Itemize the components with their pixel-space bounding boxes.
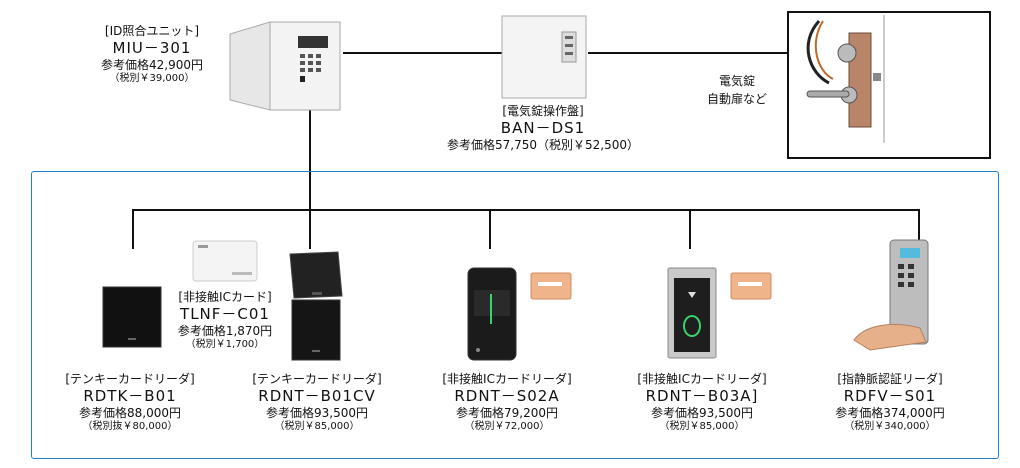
drop-rdfv	[918, 209, 920, 249]
lock-note: 電気錠 自動扉など	[707, 72, 767, 108]
reader-price: 参考価格374,000円	[835, 405, 945, 420]
reader-label-rdtk-b01: [テンキーカードリーダ] RDTK－B01 参考価格88,000円 （税別抜￥8…	[35, 372, 225, 433]
reader-tax: （税別￥72,000）	[464, 420, 550, 432]
drop-rdnt-b03a	[689, 209, 691, 249]
card-orange-1	[530, 272, 572, 300]
reader-price: 参考価格79,200円	[456, 405, 558, 420]
reader-model: RDNT－B03A]	[645, 387, 759, 405]
reader-bracket: [指静脈認証リーダ]	[837, 372, 943, 386]
reader-price: 参考価格93,500円	[266, 405, 368, 420]
reader-bracket: [非接触ICカードリーダ]	[637, 372, 767, 386]
electric-lock-box	[787, 11, 991, 159]
reader-price: 参考価格88,000円	[79, 405, 181, 420]
rdfv-s01-image	[853, 239, 929, 351]
card-label: [非接触ICカード] TLNF－C01 参考価格1,870円 （税別￥1,700…	[160, 290, 290, 351]
reader-model: RDTK－B01	[83, 387, 177, 405]
rdnt-s02a-image	[467, 267, 517, 361]
reader-label-rdfv-s01: [指静脈認証リーダ] RDFV－S01 参考価格374,000円 （税別￥340…	[795, 372, 985, 433]
reader-tax: （税別￥85,000）	[274, 420, 360, 432]
reader-bracket: [非接触ICカードリーダ]	[442, 372, 572, 386]
card-price: 参考価格1,870円	[177, 323, 273, 338]
connector-miu-ban	[343, 52, 503, 54]
miu-model: MIU－301	[112, 39, 192, 57]
reader-bus-line	[132, 209, 920, 211]
rdnt-b03a-image	[667, 267, 717, 359]
drop-rdtk	[132, 209, 134, 249]
reader-bracket: [テンキーカードリーダ]	[65, 372, 195, 386]
ban-label: [電気錠操作盤] BAN－DS1 参考価格57,750（税別￥52,500）	[438, 104, 648, 153]
reader-label-rdnt-b01cv: [テンキーカードリーダ] RDNT－B01CV 参考価格93,500円 （税別￥…	[222, 372, 412, 433]
ban-model: BAN－DS1	[500, 119, 586, 137]
reader-label-rdnt-b03a: [非接触ICカードリーダ] RDNT－B03A] 参考価格93,500円 （税別…	[607, 372, 797, 433]
drop-rdnt-b01cv	[309, 209, 311, 249]
ban-price: 参考価格57,750（税別￥52,500）	[447, 137, 639, 152]
rdnt-b01cv-image	[289, 251, 343, 361]
reader-price: 参考価格93,500円	[651, 405, 753, 420]
reader-tax: （税別￥85,000）	[659, 420, 745, 432]
reader-group-frame	[31, 171, 999, 459]
ban-unit-image	[501, 15, 587, 99]
reader-model: RDNT－B01CV	[258, 387, 376, 405]
reader-bracket: [テンキーカードリーダ]	[252, 372, 382, 386]
card-orange-2	[730, 272, 772, 300]
reader-model: RDNT－S02A	[454, 387, 560, 405]
card-bracket: [非接触ICカード]	[178, 290, 272, 304]
ban-bracket: [電気錠操作盤]	[502, 104, 584, 118]
drop-rdnt-s02a	[489, 209, 491, 249]
miu-bracket: [ID照合ユニット]	[104, 24, 200, 38]
electric-lock-image	[806, 15, 885, 143]
card-tlnf-image	[192, 240, 258, 282]
card-tax: （税別￥1,700）	[185, 338, 265, 350]
connector-ban-lock	[588, 52, 788, 54]
card-model: TLNF－C01	[180, 305, 270, 323]
miu-unit-image	[229, 21, 341, 111]
miu-label: [ID照合ユニット] MIU－301 参考価格42,900円 （税別￥39,00…	[72, 24, 232, 85]
rdtk-b01-image	[102, 286, 162, 348]
connector-miu-down	[309, 105, 311, 210]
reader-tax: （税別￥340,000）	[844, 420, 936, 432]
lock-note-line2: 自動扉など	[707, 92, 768, 106]
reader-model: RDFV－S01	[843, 387, 937, 405]
reader-label-rdnt-s02a: [非接触ICカードリーダ] RDNT－S02A 参考価格79,200円 （税別￥…	[412, 372, 602, 433]
miu-tax: （税別￥39,000）	[109, 72, 195, 84]
lock-note-line1: 電気錠	[719, 74, 756, 88]
reader-tax: （税別抜￥80,000）	[82, 420, 178, 432]
miu-price: 参考価格42,900円	[101, 57, 203, 72]
